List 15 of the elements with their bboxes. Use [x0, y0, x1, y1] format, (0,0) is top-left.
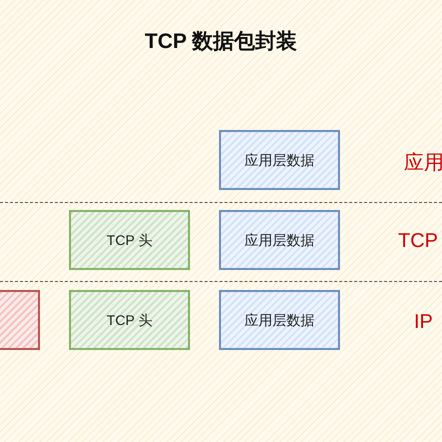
diagram-title: TCP 数据包封装: [144, 29, 298, 55]
data-box: [219, 130, 340, 190]
layer-label: TCP: [398, 229, 438, 254]
header-box: [69, 210, 190, 270]
box-text: TCP 头: [106, 231, 152, 249]
data-box: [219, 290, 340, 350]
empty-box: [0, 290, 40, 350]
box-text: TCP 头: [106, 311, 152, 329]
layer-label: IP: [414, 310, 433, 335]
box-text: 应用层数据: [244, 151, 314, 169]
box-text: 应用层数据: [244, 311, 314, 329]
data-box: [219, 210, 340, 270]
layer-label: 应用: [404, 151, 442, 176]
box-text: 应用层数据: [244, 231, 314, 249]
header-box: [69, 290, 190, 350]
